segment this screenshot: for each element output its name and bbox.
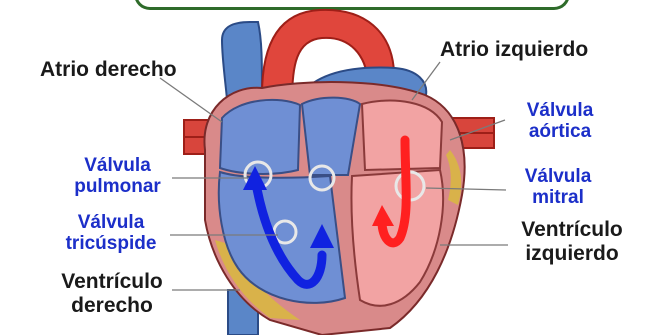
label-atrio-izquierdo: Atrio izquierdo	[440, 38, 588, 62]
label-valvula-mitral: Válvula mitral	[508, 166, 608, 209]
label-ventriculo-derecho: Ventrículo derecho	[52, 270, 172, 317]
label-valvula-pulmonar: Válvula pulmonar	[60, 155, 175, 198]
label-valvula-tricuspide: Válvula tricúspide	[52, 212, 170, 255]
label-atrio-derecho: Atrio derecho	[40, 58, 177, 82]
label-ventriculo-izquierdo: Ventrículo izquierdo	[512, 218, 632, 265]
label-valvula-aortica: Válvula aórtica	[510, 100, 610, 143]
